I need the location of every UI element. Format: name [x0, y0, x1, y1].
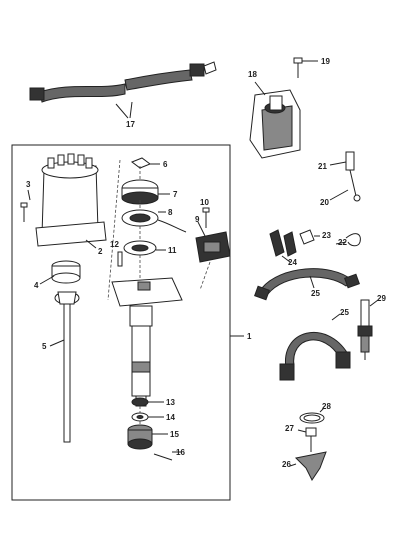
pickup-coil-8: [121, 209, 187, 233]
washer-13: [131, 397, 164, 407]
ground-wire-20: [329, 169, 361, 202]
drive-gear-15: [127, 424, 168, 450]
callout-23: 23: [322, 231, 331, 240]
callout-11: 11: [168, 246, 177, 255]
housing-adapter-4: [39, 260, 81, 285]
distributor-cap-2: [35, 153, 107, 249]
pole-piece-11: [123, 240, 166, 256]
callout-16: 16: [176, 448, 185, 457]
callout-1: 1: [247, 332, 252, 341]
callout-26: 26: [282, 460, 291, 469]
callout-29: 29: [377, 294, 386, 303]
callout-25-upper: 25: [311, 289, 320, 298]
callout-28: 28: [322, 402, 331, 411]
callout-7: 7: [173, 190, 178, 199]
assembly-dashed-lines: [107, 159, 211, 426]
callout-27: 27: [285, 424, 294, 433]
callout-19: 19: [321, 57, 330, 66]
callout-4: 4: [34, 281, 39, 290]
callout-6: 6: [163, 160, 168, 169]
distributor-housing-1: [111, 277, 244, 407]
bracket-21: [329, 151, 355, 171]
spark-plug-wire-25-lower: [279, 313, 351, 381]
callout-2: 2: [98, 247, 103, 256]
boot-24: [269, 229, 297, 263]
callout-14: 14: [166, 413, 175, 422]
callout-5: 5: [42, 342, 47, 351]
callout-24: 24: [288, 258, 297, 267]
ignition-coil-18: [249, 81, 301, 159]
callout-3: 3: [26, 180, 31, 189]
rotor-7: [121, 179, 170, 205]
pin-12: [117, 251, 123, 267]
clip-22: [335, 233, 361, 247]
wiring-harness-17: [29, 61, 217, 119]
spark-plug-29: [357, 299, 379, 360]
callout-15: 15: [170, 430, 179, 439]
callout-21: 21: [318, 162, 327, 171]
callout-13: 13: [166, 398, 175, 407]
bolt-27: [297, 427, 317, 452]
callout-8: 8: [168, 208, 173, 217]
callout-20: 20: [320, 198, 329, 207]
distributor-group-frame: [11, 144, 231, 501]
callout-18: 18: [248, 70, 257, 79]
drive-shaft-5: [49, 291, 80, 443]
spark-plug-wire-25-upper: [254, 268, 360, 301]
roll-pin-16: [153, 451, 182, 461]
screw-3: [20, 189, 31, 222]
callout-12: 12: [110, 240, 119, 249]
o-ring-28: [299, 407, 325, 424]
callout-9: 9: [195, 215, 200, 224]
callout-10: 10: [200, 198, 209, 207]
callout-25-lower: 25: [340, 308, 349, 317]
screw-10: [202, 207, 210, 228]
gasket-6: [130, 157, 160, 169]
washer-14: [131, 412, 164, 422]
callout-17: 17: [126, 120, 135, 129]
screw-19: [293, 57, 318, 78]
callout-22: 22: [338, 238, 347, 247]
ignition-module-9: [195, 221, 231, 263]
clip-23: [299, 229, 320, 245]
hold-down-clamp-26: [289, 451, 327, 481]
